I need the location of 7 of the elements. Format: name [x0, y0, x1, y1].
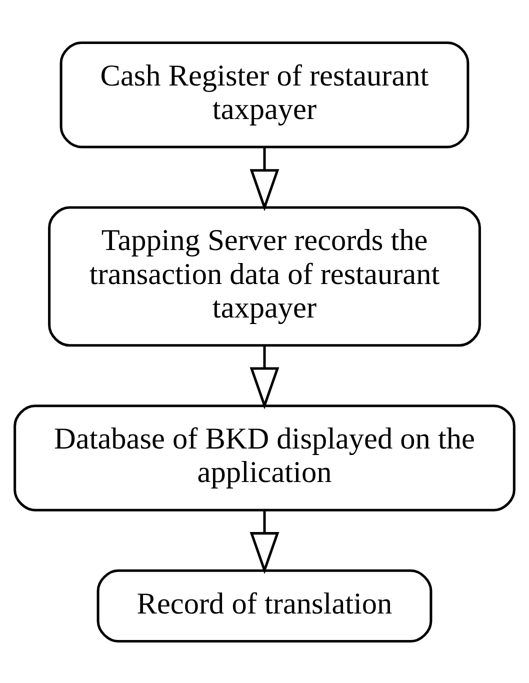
node-box: Database of BKD displayed on the application: [14, 404, 516, 511]
arrow: [250, 344, 280, 409]
arrow: [250, 146, 280, 211]
node-box: Cash Register of restaurant taxpayer: [60, 40, 470, 148]
node-box: Record of translation: [96, 568, 432, 642]
arrow: [250, 510, 280, 574]
node-box: Tapping Server records the transaction data of restaurant taxpayer: [48, 206, 481, 346]
